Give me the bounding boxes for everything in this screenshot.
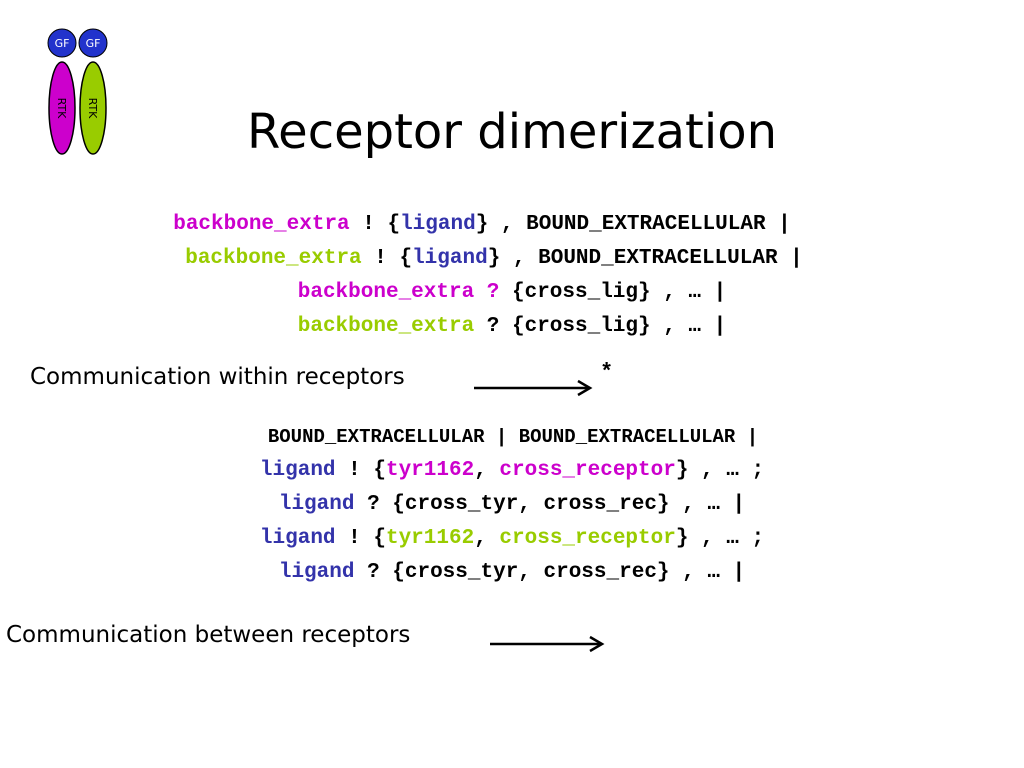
communication-between-label: Communication between receptors [6, 622, 411, 648]
bang-brace-token: ! { [335, 459, 386, 482]
star-symbol: * [600, 360, 614, 385]
rule-line-9: ligand ? {cross_tyr, cross_rec} , … | [0, 556, 1024, 590]
backbone-extra-token: backbone_extra [185, 247, 362, 270]
comma-token: , [474, 459, 500, 482]
backbone-extra-token: backbone_extra [173, 213, 350, 236]
page-title: Receptor dimerization [246, 104, 777, 160]
rule-rest: {cross_lig} , … | [499, 281, 727, 304]
ligand-token: ligand [400, 213, 476, 236]
gf-left-shape [47, 28, 77, 58]
backbone-extra-token: backbone_extra ? [297, 281, 500, 304]
bang-brace-token: ! { [349, 213, 401, 236]
bang-brace-token: ! { [335, 527, 386, 550]
ligand-token: ligand [278, 493, 355, 516]
rtk-right-shape [79, 61, 107, 155]
rule-line-7: ligand ? {cross_tyr, cross_rec} , … | [0, 488, 1024, 522]
tyr1162-token: tyr1162 [385, 459, 475, 482]
rule-rest: } , BOUND_EXTRACELLULAR | [475, 213, 791, 236]
bang-brace-token: ! { [361, 247, 413, 270]
comma-token: , [474, 527, 500, 550]
rule-line-8: ligand ! {tyr1162, cross_receptor} , … ; [0, 522, 1024, 556]
rule-line-4: backbone_extra ? {cross_lig} , … | [0, 310, 1024, 344]
rule-line-1: backbone_extra ! {ligand} , BOUND_EXTRAC… [0, 208, 994, 242]
rtk-left-label: RTK [55, 98, 68, 120]
communication-within-label: Communication within receptors [30, 364, 405, 390]
rtk-left-shape [48, 61, 76, 155]
ligand-token: ligand [278, 561, 355, 584]
inter-receptor-rules: BOUND_EXTRACELLULAR | BOUND_EXTRACELLULA… [0, 420, 1024, 590]
ligand-token: ligand [259, 459, 336, 482]
rule-line-2: backbone_extra ! {ligand} , BOUND_EXTRAC… [0, 242, 1006, 276]
rtk-right-label: RTK [86, 98, 99, 120]
tyr1162-token: tyr1162 [385, 527, 475, 550]
intra-receptor-rules: backbone_extra ! {ligand} , BOUND_EXTRAC… [0, 208, 1024, 344]
receptor-dimer-logo: GF GF RTK RTK [47, 28, 108, 155]
rule-rest: } , … ; [675, 527, 765, 550]
ligand-token: ligand [412, 247, 488, 270]
cross-receptor-token: cross_receptor [499, 459, 676, 482]
rule-rest: } , BOUND_EXTRACELLULAR | [487, 247, 803, 270]
gf-right-shape [78, 28, 108, 58]
gf-left-label: GF [55, 37, 70, 50]
right-arrow-icon [490, 635, 605, 653]
rule-line-5: BOUND_EXTRACELLULAR | BOUND_EXTRACELLULA… [267, 426, 759, 448]
rule-line-3: backbone_extra ? {cross_lig} , … | [0, 276, 1024, 310]
rule-line-6: ligand ! {tyr1162, cross_receptor} , … ; [0, 454, 1024, 488]
rule-rest: ? {cross_tyr, cross_rec} , … | [354, 561, 746, 584]
rule-rest: ? {cross_tyr, cross_rec} , … | [354, 493, 746, 516]
rule-rest: ? {cross_lig} , … | [474, 315, 727, 338]
rule-rest: } , … ; [675, 459, 765, 482]
gf-right-label: GF [86, 37, 101, 50]
ligand-token: ligand [259, 527, 336, 550]
right-arrow-icon [474, 379, 593, 397]
backbone-extra-token: backbone_extra [297, 315, 475, 338]
cross-receptor-token: cross_receptor [499, 527, 676, 550]
